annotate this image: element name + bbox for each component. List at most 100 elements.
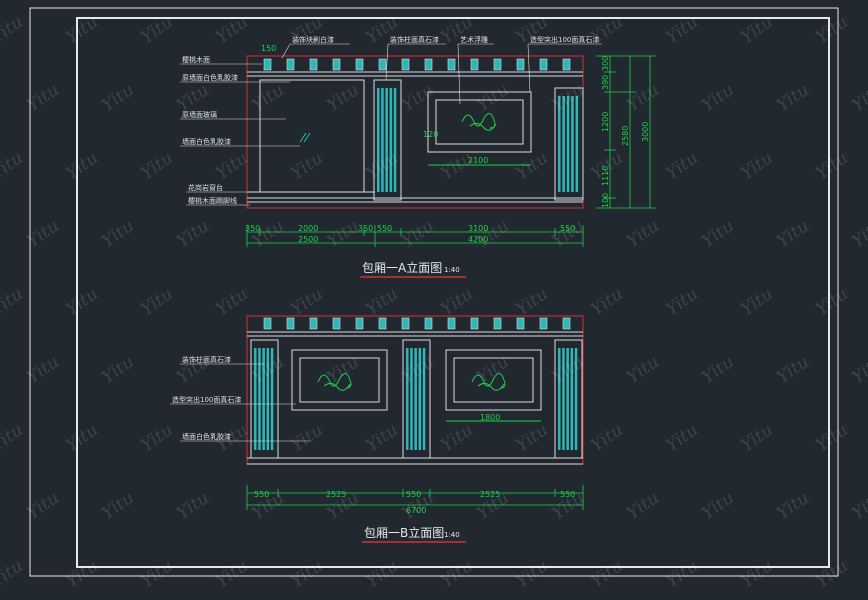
window-a xyxy=(259,79,365,193)
dim-b-b1-4: 550 xyxy=(560,490,575,499)
dim-a-r2-0: 2580 xyxy=(621,126,630,146)
cornice-block xyxy=(470,58,479,71)
cornice-block xyxy=(562,317,571,330)
outer-frame xyxy=(29,7,839,577)
label-top-1: 装饰块刷白漆 xyxy=(292,35,334,44)
elevation-b-title: 包厢一B立面图 xyxy=(364,525,444,540)
dim-a-b1-5: 550 xyxy=(560,224,575,233)
label-b-left-2: 造型突出100面真石漆 xyxy=(172,395,241,404)
relief-panel-b-2-inner xyxy=(453,357,534,403)
elevation-b-scale: 1:40 xyxy=(444,531,460,539)
column-flute xyxy=(393,88,397,192)
relief-ornament-b-2 xyxy=(471,373,506,391)
dim-b-panel-width: 1800 xyxy=(480,413,500,422)
elevation-b: 1800 装饰柱面真石漆 造型突出100面真石漆 墙面白色乳胶漆 550 252… xyxy=(170,315,584,543)
dim-panel-height: 120 xyxy=(423,130,438,139)
cornice-block xyxy=(332,317,341,330)
top-labels-a: 装饰块刷白漆 装饰柱面真石漆 艺术浮雕 造型突出100面真石漆 xyxy=(292,35,599,44)
relief-panel-a-outer xyxy=(427,91,532,153)
dim-b-b1-1: 2525 xyxy=(326,490,346,499)
dim-a-b1-1: 2000 xyxy=(298,224,318,233)
column-flute xyxy=(566,348,569,450)
cornice-block xyxy=(562,58,571,71)
label-left-5: 花岗岩窗台 xyxy=(188,183,223,192)
cornice-block xyxy=(309,317,318,330)
column-flute xyxy=(575,96,579,192)
column-flute xyxy=(262,348,265,450)
column-a-right-flutes xyxy=(558,96,579,192)
column-flute xyxy=(406,348,409,450)
cornice-block xyxy=(447,317,456,330)
label-top-3: 艺术浮雕 xyxy=(460,35,488,44)
cornice-block xyxy=(401,58,410,71)
dim-a-r1-1: 390 xyxy=(601,75,610,90)
elevation-a: 150 120 2100 装饰块刷白漆 装饰柱面真石漆 艺术浮雕 造型突出100… xyxy=(180,35,656,278)
column-flute xyxy=(418,348,422,450)
label-left-1: 樱桃木面 xyxy=(182,55,210,64)
dim-a-b2-1: 4200 xyxy=(468,235,488,244)
relief-ornament-b-1 xyxy=(317,373,352,391)
dim-a-b1-0: 350 xyxy=(245,224,260,233)
dim-a-b2-0: 2500 xyxy=(298,235,318,244)
label-b-left-3: 墙面白色乳胶漆 xyxy=(182,432,231,441)
relief-panel-b-2-outer xyxy=(445,349,542,411)
dim-a-b1-2: 350 xyxy=(358,224,373,233)
column-a-left xyxy=(373,79,402,201)
dim-a-r3-0: 3000 xyxy=(641,122,650,142)
relief-panel-b-1-inner xyxy=(299,357,380,403)
column-flute xyxy=(414,348,417,450)
cornice-block xyxy=(309,58,318,71)
column-flute xyxy=(558,96,561,192)
label-left-3: 原墙面玻璃 xyxy=(182,110,217,119)
bottom-dims-a: 350 2000 350 550 3100 550 2500 4200 xyxy=(245,224,575,244)
elevation-a-outline xyxy=(246,55,584,209)
column-flute xyxy=(389,88,393,192)
column-flute xyxy=(377,88,380,192)
column-a-left-flutes xyxy=(377,88,397,192)
cornice-block xyxy=(263,317,272,330)
cornice-block xyxy=(424,58,433,71)
cornice-block xyxy=(286,58,295,71)
dim-a-r1-4: 100 xyxy=(601,193,610,208)
dim-b-b1-3: 2525 xyxy=(480,490,500,499)
elevation-a-scale: 1:40 xyxy=(444,266,460,274)
cornice-block xyxy=(516,317,525,330)
cornice-block xyxy=(470,317,479,330)
elevation-a-title: 包厢一A立面图 xyxy=(362,260,442,275)
cornice-block xyxy=(355,317,364,330)
cornice-blocks-b xyxy=(263,317,571,330)
column-flute xyxy=(258,348,261,450)
column-flute xyxy=(422,348,426,450)
cornice-block xyxy=(539,317,548,330)
column-flute xyxy=(266,348,270,450)
cornice-block xyxy=(378,317,387,330)
right-dims-a: 300 390 1200 1110 100 2580 3000 xyxy=(601,56,650,208)
cornice-block xyxy=(286,317,295,330)
cornice-block xyxy=(516,58,525,71)
dim-b-b2-0: 6700 xyxy=(406,506,426,515)
cornice-block xyxy=(355,58,364,71)
column-flute xyxy=(410,348,413,450)
dim-b-b1-2: 550 xyxy=(406,490,421,499)
label-top-4: 造型突出100面真石漆 xyxy=(530,35,599,44)
left-labels-a: 樱桃木面 原墙面白色乳胶漆 原墙面玻璃 墙面白色乳胶漆 花岗岩窗台 樱桃木面踢脚… xyxy=(182,55,238,205)
cornice-blocks-a xyxy=(263,58,571,71)
column-flute xyxy=(574,348,578,450)
cornice-block xyxy=(447,58,456,71)
relief-panel-a-inner xyxy=(435,99,524,145)
label-left-4: 墙面白色乳胶漆 xyxy=(182,137,231,146)
cornice-block xyxy=(424,317,433,330)
relief-ornament-a xyxy=(461,113,497,131)
column-flute xyxy=(562,96,565,192)
dim-a-b1-3: 550 xyxy=(377,224,392,233)
cornice-block xyxy=(539,58,548,71)
label-top-2: 装饰柱面真石漆 xyxy=(390,35,439,44)
column-flute xyxy=(381,88,384,192)
left-labels-b: 装饰柱面真石漆 造型突出100面真石漆 墙面白色乳胶漆 xyxy=(172,355,241,441)
cornice-block xyxy=(263,58,272,71)
column-flute xyxy=(570,348,574,450)
column-flute xyxy=(254,348,257,450)
column-flute xyxy=(385,88,388,192)
column-flute xyxy=(270,348,274,450)
cornice-block xyxy=(493,317,502,330)
